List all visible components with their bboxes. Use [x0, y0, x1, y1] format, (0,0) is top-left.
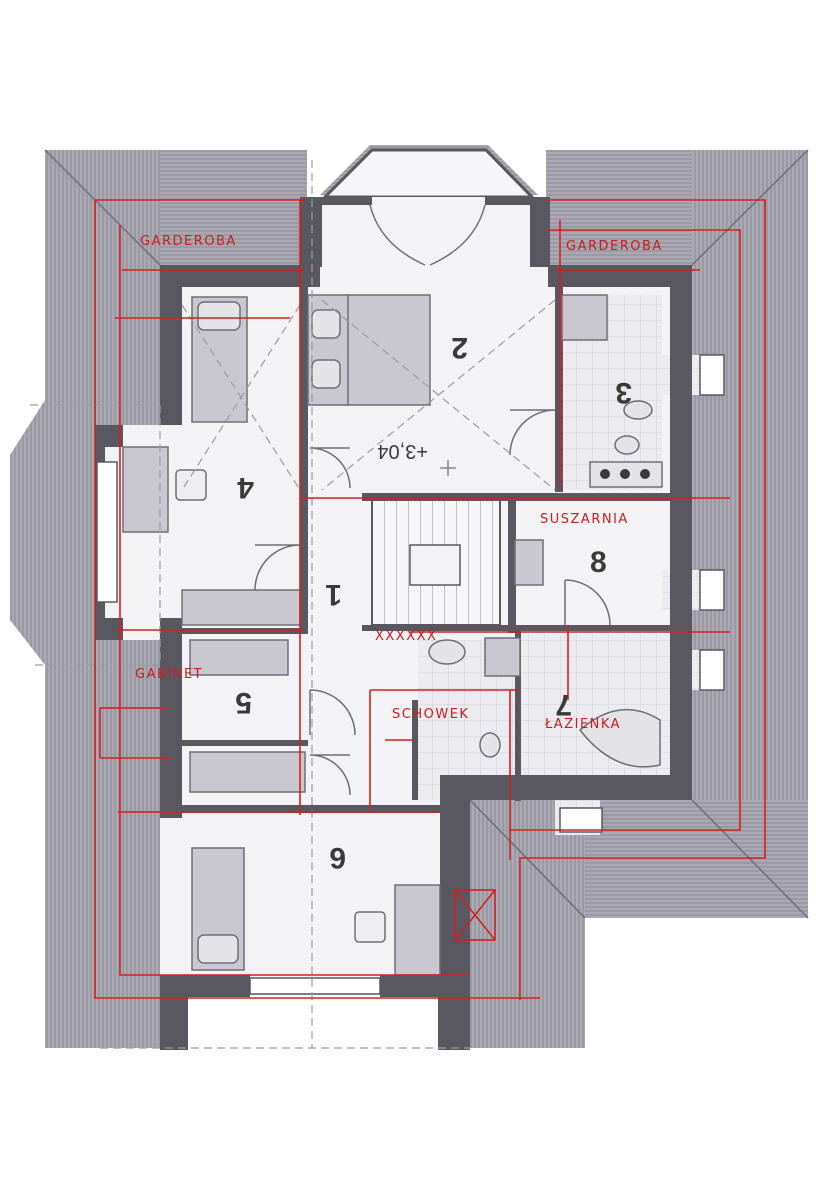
roof-bottom-right-lower [470, 800, 585, 1048]
handwritten-annotations: GARDEROBA GARDEROBA SUSZARNIA GABINET SC… [135, 234, 663, 732]
room-7-number: 7 [555, 688, 572, 721]
room-numbers: 1 2 3 4 5 6 7 8 [235, 331, 632, 874]
room-1-number: 1 [325, 578, 342, 611]
label-garderoba-right: GARDEROBA [566, 239, 663, 254]
staircase [371, 499, 501, 626]
label-lazienka: ŁAZIENKA [544, 717, 621, 732]
room-6-number: 6 [329, 841, 346, 874]
roof-areas [10, 145, 809, 1048]
bed-room-2 [344, 294, 431, 406]
room-4-number: 4 [237, 471, 254, 504]
label-schowek: SCHOWEK [392, 707, 469, 722]
room-5-number: 5 [235, 686, 252, 719]
room-8-number: 8 [590, 546, 607, 579]
windows [96, 354, 725, 995]
doors [254, 204, 611, 796]
roof-right [692, 150, 808, 918]
label-gabinet: GABINET [135, 667, 203, 682]
label-garderoba-left: GARDEROBA [140, 234, 237, 249]
level-mark: +3,04 [377, 440, 428, 462]
level-cross [440, 460, 456, 476]
label-crosses: XXXXXX [375, 629, 437, 644]
roof-dormer-left [10, 400, 45, 665]
desk-room-4 [122, 446, 169, 533]
desk-room-6 [394, 884, 441, 976]
room-3-number: 3 [615, 376, 632, 409]
label-suszarnia: SUSZARNIA [540, 512, 629, 527]
red-markup [94, 199, 766, 1000]
room-2-number: 2 [451, 331, 468, 364]
